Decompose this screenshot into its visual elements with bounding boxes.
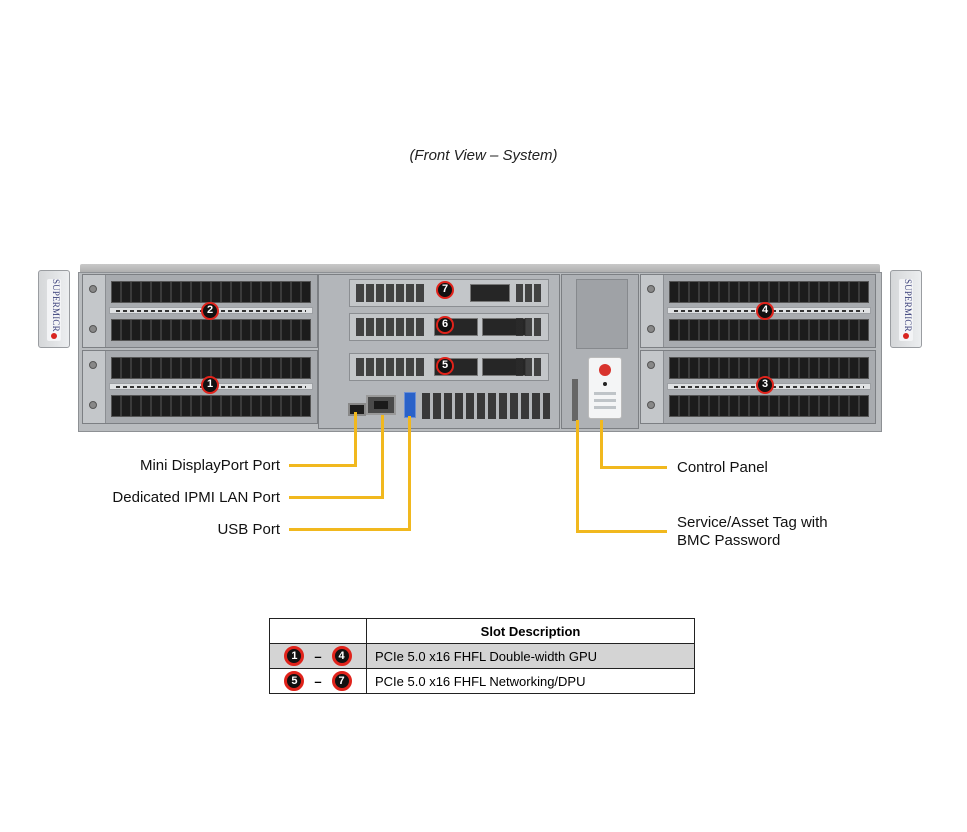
slot-badge-5: 5 bbox=[436, 357, 454, 375]
screw-icon bbox=[647, 325, 655, 333]
slot-description-cell: PCIe 5.0 x16 FHFL Networking/DPU bbox=[366, 668, 695, 694]
gpu-vent-grille bbox=[669, 357, 869, 379]
slot-badge-6: 6 bbox=[436, 316, 454, 334]
power-button-icon[interactable] bbox=[599, 364, 611, 376]
leader-line-tag-vertical bbox=[576, 420, 579, 533]
gpu-vent-grille bbox=[111, 395, 311, 417]
screw-icon bbox=[89, 325, 97, 333]
io-vent-grille bbox=[422, 393, 550, 419]
range-separator: – bbox=[314, 648, 322, 664]
logo-dot-icon bbox=[51, 333, 57, 339]
slot-badge: 7 bbox=[331, 671, 352, 691]
supermicro-logo: SUPERMICR bbox=[903, 279, 913, 332]
nic-slot-6 bbox=[349, 313, 549, 341]
right-rack-ear: SUPERMICR bbox=[890, 270, 922, 348]
slot-description-cell: PCIe 5.0 x16 FHFL Double-width GPU bbox=[366, 643, 695, 669]
slot-badge-3: 3 bbox=[756, 376, 774, 394]
rj45-cage bbox=[470, 284, 510, 302]
slot-range-cell: 5–7 bbox=[269, 668, 367, 694]
nic-vent bbox=[356, 358, 426, 376]
indicator-leds-icon bbox=[594, 392, 616, 412]
left-rack-ear: SUPERMICR bbox=[38, 270, 70, 348]
table-header-row: Slot Description bbox=[269, 618, 695, 644]
gpu-vent-grille bbox=[111, 319, 311, 341]
ipmi-lan-port[interactable] bbox=[366, 395, 396, 415]
slot-description-table: Slot Description 1–4 PCIe 5.0 x16 FHFL D… bbox=[269, 618, 695, 694]
table-row: 5–7 PCIe 5.0 x16 FHFL Networking/DPU bbox=[269, 668, 695, 694]
gpu-vent-grille bbox=[111, 281, 311, 303]
nic-vent bbox=[516, 318, 542, 336]
nic-vent bbox=[516, 358, 542, 376]
callout-control-panel: Control Panel bbox=[677, 459, 768, 476]
leader-line-lan-horizontal bbox=[289, 496, 384, 499]
leader-line-usb-horizontal bbox=[289, 528, 411, 531]
leader-line-lan-vertical bbox=[381, 415, 384, 499]
leader-line-control-vertical bbox=[600, 420, 603, 468]
gpu-slot-1 bbox=[82, 350, 318, 424]
nic-vent bbox=[356, 284, 426, 302]
leader-line-usb-vertical bbox=[408, 416, 411, 531]
header-empty-cell bbox=[269, 618, 367, 644]
slot-badge-4: 4 bbox=[756, 302, 774, 320]
slot-handle bbox=[641, 351, 664, 423]
header-slot-description: Slot Description bbox=[366, 618, 695, 644]
nic-vent bbox=[356, 318, 426, 336]
status-led-icon bbox=[603, 382, 607, 386]
gpu-vent-grille bbox=[669, 281, 869, 303]
leader-line-mdp-horizontal bbox=[289, 464, 357, 467]
screw-icon bbox=[647, 361, 655, 369]
table-row: 1–4 PCIe 5.0 x16 FHFL Double-width GPU bbox=[269, 643, 695, 669]
gpu-vent-grille bbox=[669, 319, 869, 341]
slot-range-cell: 1–4 bbox=[269, 643, 367, 669]
range-separator: – bbox=[314, 673, 322, 689]
leader-line-tag-horizontal bbox=[576, 530, 667, 533]
service-asset-tag[interactable] bbox=[572, 379, 578, 421]
control-bay bbox=[561, 274, 639, 429]
usb-port[interactable] bbox=[404, 392, 416, 418]
screw-icon bbox=[89, 361, 97, 369]
slot-badge: 1 bbox=[284, 646, 305, 666]
callout-service-tag-line2: BMC Password bbox=[677, 532, 781, 549]
leader-line-control-horizontal bbox=[600, 466, 667, 469]
logo-dot-icon bbox=[903, 333, 909, 339]
gpu-vent-grille bbox=[669, 395, 869, 417]
mini-displayport[interactable] bbox=[348, 403, 366, 416]
nic-vent bbox=[516, 284, 542, 302]
callout-mini-displayport: Mini DisplayPort Port bbox=[139, 457, 280, 474]
slot-handle bbox=[83, 351, 106, 423]
view-caption: (Front View – System) bbox=[409, 147, 558, 164]
slot-badge: 4 bbox=[331, 646, 352, 666]
slot-badge-7: 7 bbox=[436, 281, 454, 299]
leader-line-mdp-vertical bbox=[354, 412, 357, 467]
screw-icon bbox=[89, 285, 97, 293]
callout-usb: USB Port bbox=[217, 521, 280, 538]
blank-filler-panel bbox=[576, 279, 628, 349]
callout-ipmi-lan: Dedicated IPMI LAN Port bbox=[112, 489, 280, 506]
chassis-top-cover bbox=[80, 264, 880, 274]
callout-service-tag-line1: Service/Asset Tag with bbox=[677, 514, 828, 531]
supermicro-logo: SUPERMICR bbox=[51, 279, 61, 332]
brand-label: SUPERMICR bbox=[47, 279, 61, 341]
slot-badge-1: 1 bbox=[201, 376, 219, 394]
brand-label: SUPERMICR bbox=[899, 279, 913, 341]
slot-badge: 5 bbox=[284, 671, 305, 691]
screw-icon bbox=[647, 401, 655, 409]
slot-badge-2: 2 bbox=[201, 302, 219, 320]
callout-service-tag: Service/Asset Tag with BMC Password bbox=[677, 514, 828, 550]
slot-handle bbox=[641, 275, 664, 347]
gpu-slot-2 bbox=[82, 274, 318, 348]
slot-handle bbox=[83, 275, 106, 347]
screw-icon bbox=[89, 401, 97, 409]
screw-icon bbox=[647, 285, 655, 293]
control-panel bbox=[588, 357, 622, 419]
